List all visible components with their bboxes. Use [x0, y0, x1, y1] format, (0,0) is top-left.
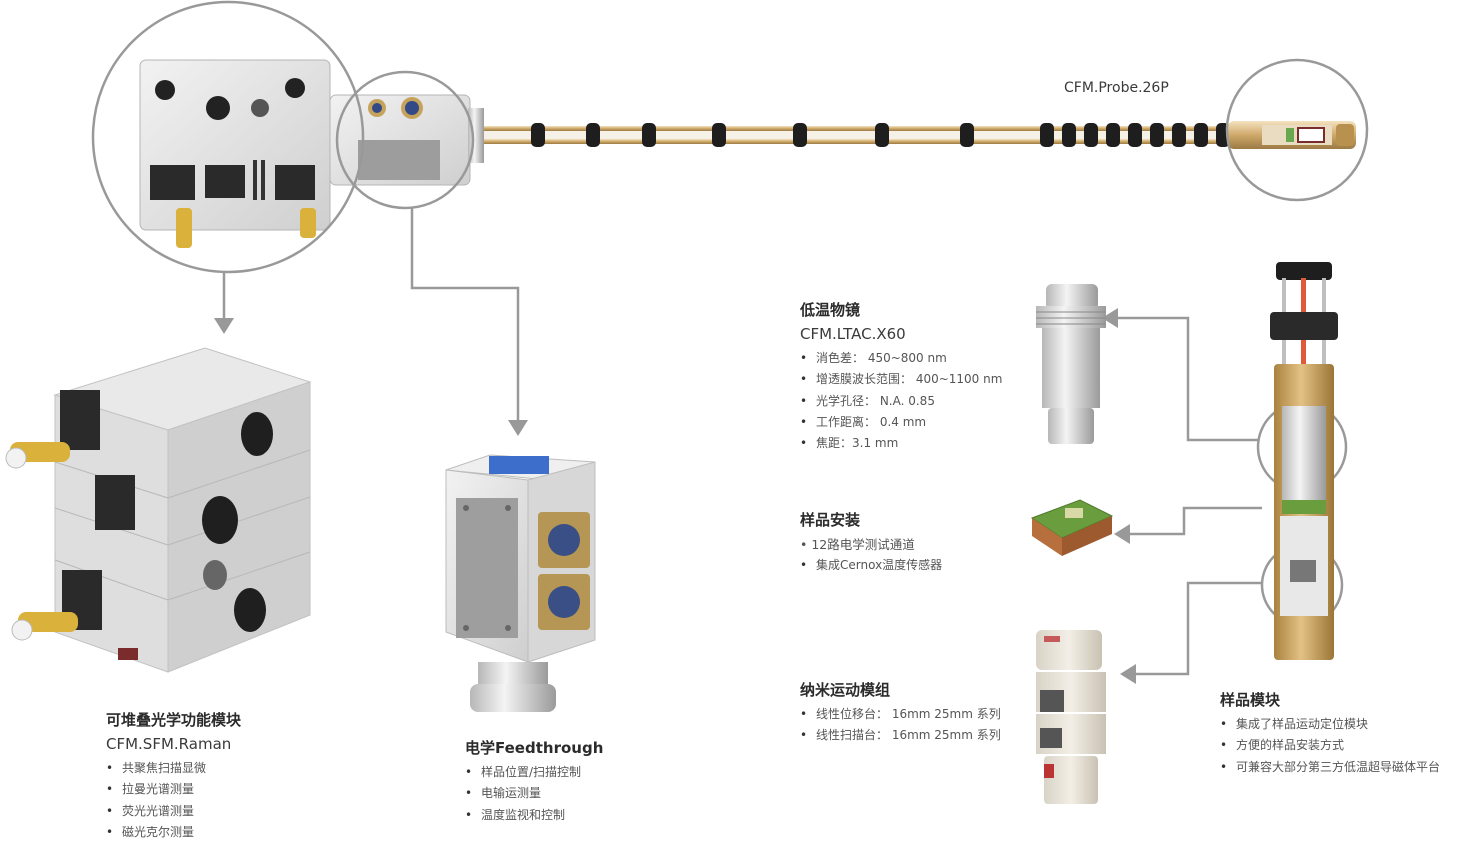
module-nano: 纳米运动模组 线性位移台： 16mm 25mm 系列 线性扫描台： 16mm 2… [800, 680, 1001, 747]
module-feedthrough: 电学Feedthrough 样品位置/扫描控制 电输运测量 温度监视和控制 [465, 738, 603, 826]
module-nano-title: 纳米运动模组 [800, 681, 891, 699]
probe-label: CFM.Probe.26P [1064, 80, 1169, 96]
module-feedthrough-bullet: 样品位置/扫描控制 [465, 762, 603, 783]
module-ltac-model: CFM.LTAC.X60 [800, 325, 906, 343]
feedthrough-unit [445, 454, 596, 712]
module-ltac-bullet: 消色差： 450~800 nm [800, 348, 1002, 369]
module-ltac-title: 低温物镜 [800, 301, 861, 319]
module-feedthrough-title: 电学Feedthrough [465, 739, 604, 757]
module-sfm: 可堆叠光学功能模块 CFM.SFM.Raman 共聚焦扫描显微 拉曼光谱测量 荧… [106, 710, 241, 843]
module-mount: 样品安装 • 12路电学测试通道 集成Cernox温度传感器 [800, 510, 942, 576]
cryo-objective [1036, 284, 1106, 444]
module-sfm-title: 可堆叠光学功能模块 [106, 711, 242, 729]
module-ltac-bullet: 增透膜波长范围： 400~1100 nm [800, 369, 1002, 390]
module-sample-title: 样品模块 [1220, 691, 1281, 709]
module-sample: 样品模块 集成了样品运动定位模块 方便的样品安装方式 可兼容大部分第三方低温超导… [1220, 690, 1440, 778]
module-sample-bullet: 可兼容大部分第三方低温超导磁体平台 [1220, 757, 1440, 778]
nano-positioner [1036, 630, 1106, 804]
module-sample-bullet: 集成了样品运动定位模块 [1220, 714, 1440, 735]
module-feedthrough-bullet: 电输运测量 [465, 783, 603, 804]
module-mount-title: 样品安装 [800, 511, 861, 529]
module-sfm-bullet: 拉曼光谱测量 [106, 779, 241, 800]
rod-clamps [531, 123, 1230, 147]
probe-head [139, 59, 484, 248]
probe-rod [482, 121, 1356, 149]
module-sample-bullet: 方便的样品安装方式 [1220, 735, 1440, 756]
module-sfm-bullet: 荧光光谱测量 [106, 801, 241, 822]
module-mount-bullet: 集成Cernox温度传感器 [800, 555, 942, 576]
sample-module-vertical [1270, 262, 1338, 660]
module-ltac-bullet: 焦距：3.1 mm [800, 433, 1002, 454]
callout-arrows [214, 208, 1262, 684]
module-mount-first-line: • 12路电学测试通道 [800, 537, 915, 552]
module-ltac: 低温物镜 CFM.LTAC.X60 消色差： 450~800 nm 增透膜波长范… [800, 300, 1002, 454]
module-feedthrough-bullet: 温度监视和控制 [465, 805, 603, 826]
module-sfm-bullet: 磁光克尔测量 [106, 822, 241, 843]
sample-mount-board [1030, 499, 1114, 556]
module-sfm-bullet: 共聚焦扫描显微 [106, 758, 241, 779]
module-sfm-model: CFM.SFM.Raman [106, 735, 232, 753]
module-ltac-bullet: 光学孔径： N.A. 0.85 [800, 391, 1002, 412]
module-nano-bullet: 线性扫描台： 16mm 25mm 系列 [800, 725, 1001, 746]
stacked-optical-module [5, 347, 312, 673]
module-ltac-bullet: 工作距离： 0.4 mm [800, 412, 1002, 433]
module-nano-bullet: 线性位移台： 16mm 25mm 系列 [800, 704, 1001, 725]
